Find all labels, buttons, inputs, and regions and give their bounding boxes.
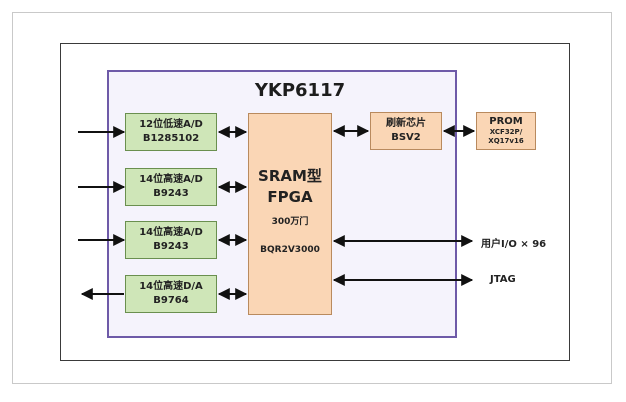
fpga-gates: 300万门 [271,217,309,227]
fpga-name: FPGA [267,188,313,206]
prom-part-1: XCF32P/ [489,128,523,136]
adc2-label: 14位高速A/D [139,174,203,185]
inner-frame [60,43,570,361]
refresh-label: 刷新芯片 [386,118,426,129]
jtag-label: JTAG [490,274,516,285]
fpga-type: SRAM型 [258,167,322,185]
adc-14bit-highspeed-2: 14位高速A/D B9243 [125,221,217,259]
refresh-part: BSV2 [391,132,421,143]
adc-14bit-highspeed-1: 14位高速A/D B9243 [125,168,217,206]
fpga-block: SRAM型 FPGA 300万门 BQR2V3000 [248,113,332,315]
prom-part-2: XQ17v16 [488,137,524,145]
adc-12bit-lowspeed: 12位低速A/D B1285102 [125,113,217,151]
outer-frame [12,12,612,384]
dac-part: B9764 [153,295,189,306]
adc3-label: 14位高速A/D [139,227,203,238]
adc1-label: 12位低速A/D [139,119,203,130]
prom-label: PROM [489,116,523,127]
prom-block: PROM XCF32P/ XQ17v16 [476,112,536,150]
board-title: YKP6117 [254,80,346,101]
dac-label: 14位高速D/A [139,281,203,292]
adc3-part: B9243 [153,241,189,252]
fpga-part: BQR2V3000 [260,245,320,255]
adc1-part: B1285102 [142,133,200,144]
user-io-label: 用户I/O × 96 [481,239,547,250]
dac-14bit-highspeed: 14位高速D/A B9764 [125,275,217,313]
adc2-part: B9243 [153,188,189,199]
refresh-chip: 刷新芯片 BSV2 [370,112,442,150]
